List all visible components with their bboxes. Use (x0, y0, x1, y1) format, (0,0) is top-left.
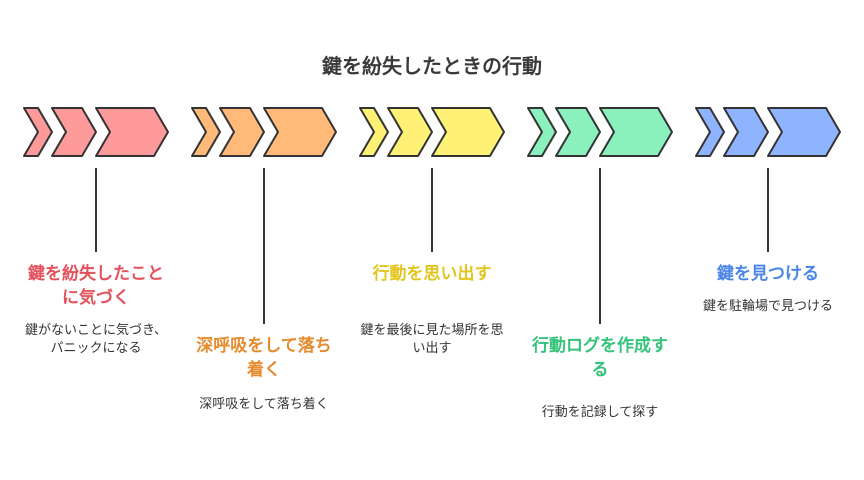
chevron-shape (767, 107, 841, 157)
step-description: 行動を記録して探す (541, 405, 659, 420)
chevron-shape (431, 107, 505, 157)
step-arrow-5 (695, 107, 841, 157)
diagram-title: 鍵を紛失したときの行動 (322, 54, 542, 78)
step-title: 深呼吸をして落ち着く (196, 336, 332, 380)
chevron-shape (555, 107, 601, 157)
step-description: 鍵を駐輪場で見つける (702, 299, 833, 314)
step-arrow-2 (191, 107, 337, 157)
step-title: 行動ログを作成する (532, 336, 668, 380)
chevron-shape (23, 107, 53, 157)
chevron-shape (359, 107, 389, 157)
step-arrow-3 (359, 107, 505, 157)
step-title: 鍵を見つける (717, 264, 819, 284)
chevron-shape (95, 107, 169, 157)
chevron-shape (695, 107, 725, 157)
step-arrow-1 (23, 107, 169, 157)
step-description: 鍵がないことに気づき、パニックになる (24, 323, 168, 356)
step-description: 深呼吸をして落ち着く (199, 397, 329, 412)
chevron-shape (599, 107, 673, 157)
step-description: 鍵を最後に見た場所を思い出す (360, 323, 504, 356)
step-title: 行動を思い出す (372, 264, 492, 284)
chevron-shape (387, 107, 433, 157)
chevron-shape (219, 107, 265, 157)
chevron-shape (51, 107, 97, 157)
step-arrow-4 (527, 107, 673, 157)
chevron-shape (191, 107, 221, 157)
chevron-shape (723, 107, 769, 157)
chevron-shape (527, 107, 557, 157)
step-title: 鍵を紛失したことに気づく (28, 264, 164, 308)
chevron-shape (263, 107, 337, 157)
